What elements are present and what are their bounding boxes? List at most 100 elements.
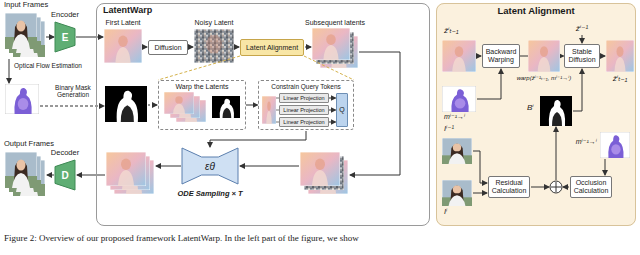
decoder-block-outline: [55, 160, 75, 190]
subsequent-latent: [312, 28, 350, 60]
process-box: Occlusion Calculation: [570, 176, 612, 198]
math-label: Iⁱ: [444, 208, 447, 216]
arrow: [76, 37, 103, 38]
flow-arrow: [329, 98, 336, 99]
frame-label: Output Frames: [4, 140, 54, 148]
math-label: warp(ẑⁱ⁻¹ₜ₋₁, mⁱ⁻¹→ⁱ): [517, 75, 572, 82]
process-box: Residual Calculation: [488, 176, 530, 198]
box-label: Latent Alignment: [246, 44, 298, 52]
process-box: Latent Alignment: [240, 39, 304, 56]
dashed-arrow: [40, 106, 104, 107]
noisy-latent: [194, 29, 234, 63]
warped-latent: [164, 92, 194, 114]
process-box: Backward Warping: [482, 44, 520, 68]
box-label: Backward Warping: [484, 48, 518, 63]
frame-image: [442, 138, 472, 164]
projection-box: Linear Projection: [279, 93, 329, 103]
token-latent: [262, 96, 276, 124]
mask-image: [540, 96, 572, 126]
flow-arrow: [329, 122, 336, 123]
arrow: [210, 131, 306, 147]
process-box: Diffusion: [148, 40, 188, 55]
flow-arrow: [329, 110, 336, 111]
arrow: [240, 166, 299, 167]
arrow: [477, 69, 501, 99]
arrow: [563, 187, 569, 188]
box-label: Stable Diffusion: [566, 48, 598, 63]
math-label: mⁱ⁻¹→ⁱ: [576, 138, 597, 146]
encoder-block-outline: [55, 22, 75, 52]
math-label: ẑⁱ⁻¹: [576, 25, 588, 34]
warped-latent: [528, 40, 560, 72]
dashed-arrow: [148, 105, 157, 106]
frame-label: Input Frames: [4, 1, 48, 9]
arrow: [189, 47, 193, 48]
box-label: Linear Projection: [283, 95, 324, 101]
process-box: Stable Diffusion: [564, 44, 600, 68]
block-name: Decoder: [51, 149, 79, 157]
projection-box: Linear Projection: [279, 105, 329, 115]
arrow: [305, 47, 311, 48]
box-label: εθ: [205, 161, 215, 172]
arrow: [473, 193, 487, 194]
arrow: [582, 35, 583, 43]
framework-panel: LatentWarpDiffusion Latent AlignmentWarp …: [96, 3, 430, 226]
math-label: mⁱ⁻¹→ⁱ: [444, 113, 465, 121]
block-letter: D: [61, 170, 68, 181]
sampling-label: ODE Sampling × T: [177, 190, 242, 198]
math-label: Iⁱ⁻¹: [444, 125, 454, 133]
unet-symbol: εθ: [182, 148, 238, 184]
arrow: [47, 175, 54, 176]
arrow: [235, 47, 239, 48]
latent-image: [442, 40, 476, 72]
arrow: [77, 175, 105, 176]
input-frame: [5, 13, 37, 49]
query-box: Q: [336, 93, 348, 127]
arrow: [601, 56, 605, 57]
decoder-block: DDecoder: [55, 160, 75, 190]
alignment-panel: Latent AlignmentBackward Warping Stable D…: [436, 3, 636, 226]
arrow: [573, 69, 582, 111]
block-name: Encoder: [51, 11, 79, 19]
latent-label: First Latent: [105, 19, 140, 27]
mask-image: [212, 96, 240, 118]
box-label: Occlusion Calculation: [572, 179, 610, 194]
arrow: [477, 56, 481, 57]
projection-box: Linear Projection: [279, 117, 329, 127]
output-latent: [106, 152, 146, 186]
group-box: Warp the Latents: [158, 80, 246, 130]
panel-title: Constrain Query Tokens: [271, 83, 341, 90]
arrow: [9, 59, 10, 83]
latent-label: Noisy Latent: [195, 19, 234, 27]
figure-caption: Figure 2: Overview of our proposed frame…: [4, 233, 359, 243]
mask-image: [105, 86, 147, 122]
math-label: Bⁱ: [527, 104, 534, 113]
panel-title: LatentWarp: [103, 6, 152, 16]
box-label: Q: [339, 106, 344, 114]
arrow: [350, 52, 400, 175]
arrow: [531, 187, 549, 188]
step-label: Optical Flow Estimation: [14, 62, 82, 69]
zoom-line: [158, 56, 240, 80]
sum-symbol: [556, 182, 557, 192]
box-label: Linear Projection: [283, 107, 324, 113]
output-frame: [5, 152, 37, 188]
latent-image: [606, 40, 634, 72]
flow-image: [600, 132, 630, 158]
box-label: Residual Calculation: [490, 179, 528, 194]
panel-title: Warp the Latents: [175, 83, 228, 91]
zoom-line: [304, 56, 354, 80]
panel-title: Latent Alignment: [497, 6, 574, 16]
math-label: ẑⁱₜ₋₁: [613, 75, 628, 84]
frame-image: [442, 180, 472, 206]
block-letter: E: [62, 32, 69, 43]
flow-image: [5, 84, 39, 114]
sum-symbol: [550, 181, 562, 193]
flow-image: [442, 86, 476, 112]
panel-fill: [436, 3, 636, 226]
unet-symbol-outline: [182, 148, 238, 184]
latent-label: Subsequent latents: [305, 19, 365, 27]
box-label: Linear Projection: [283, 119, 324, 125]
group-box: Constrain Query TokensLinear ProjectionL…: [258, 80, 354, 130]
